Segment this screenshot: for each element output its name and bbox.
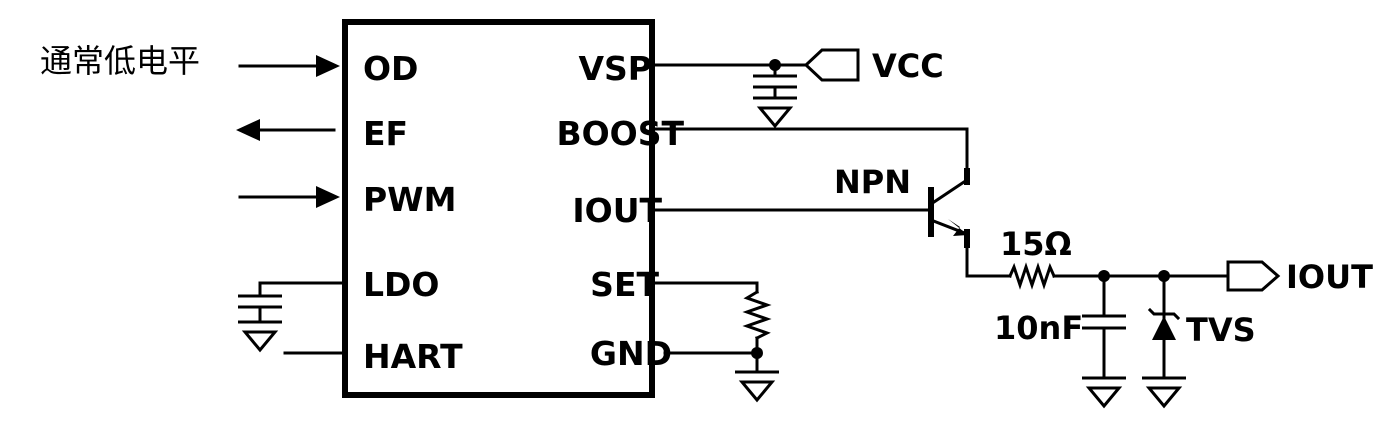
capacitor-10nf [1080,274,1128,408]
iout-output-label: IOUT [1286,258,1373,296]
pin-set-label: SET [590,265,659,304]
pin-ldo-label: LDO [363,265,439,304]
pin-vsp-label: VSP [579,49,653,88]
vsp-vcc-net [650,48,860,128]
ldo-decoupling-cap [236,281,347,352]
capacitor-label: 10nF [994,309,1083,347]
ef-output-arrow [236,119,336,141]
pin-hart-label: HART [363,337,463,376]
pin-pwm-label: PWM [363,180,456,219]
pwm-input-arrow [238,186,340,208]
npn-transistor-symbol [928,168,970,248]
npn-label: NPN [834,163,911,201]
pin-od-label: OD [363,49,418,88]
pin-iout-label: IOUT [572,191,662,230]
emitter-wire [965,246,1012,278]
od-input-arrow [238,55,340,77]
resistor-15-ohm [1008,262,1056,290]
pin-gnd-label: GND [590,334,672,373]
iout-output-port [1226,260,1281,292]
pin-ef-label: EF [363,114,408,153]
pin-boost-label: BOOST [556,114,684,153]
tvs-label: TVS [1186,311,1256,349]
resistor-label: 15Ω [1000,225,1072,263]
vcc-port [803,48,860,82]
boost-wire [650,127,969,180]
set-resistor-network [650,281,781,402]
vcc-label: VCC [872,47,944,85]
input-note-label: 通常低电平 [40,42,200,80]
tvs-diode [1140,274,1188,408]
